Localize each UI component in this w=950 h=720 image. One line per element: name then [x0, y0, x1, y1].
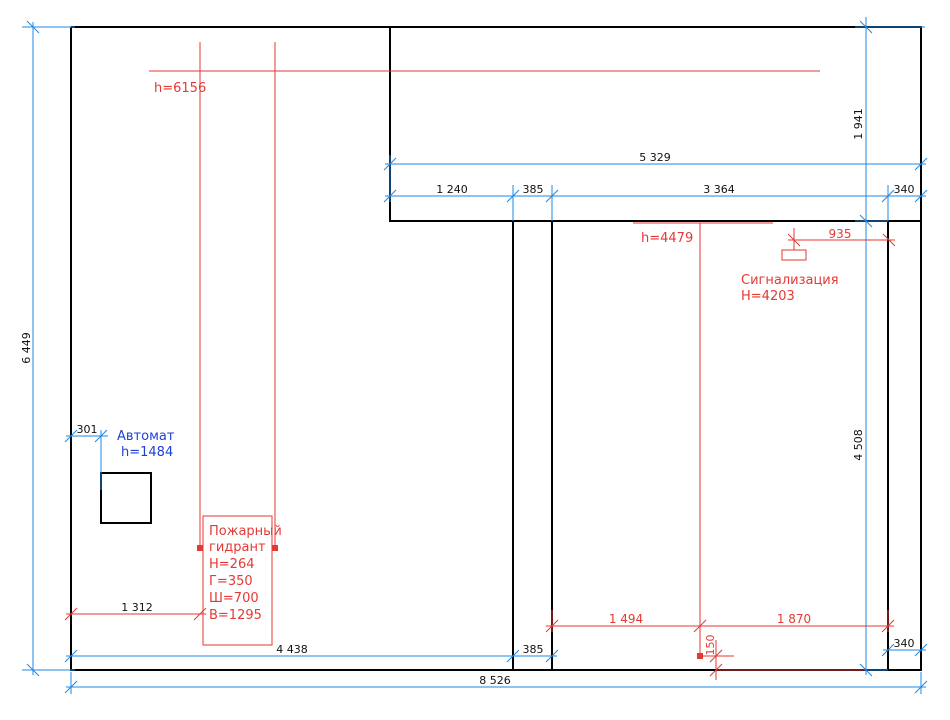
- label-h-6156: h=6156: [154, 81, 206, 96]
- dim-seg-4438: 4 438: [276, 643, 308, 656]
- label-automat-title: Автомат: [117, 429, 175, 444]
- dim-seg-385-top: 385: [523, 183, 544, 196]
- label-alarm-dim: 935: [829, 227, 852, 241]
- hydrant-box: [202, 515, 273, 646]
- walls: [70, 26, 922, 671]
- dim-seg-385-bottom: 385: [523, 643, 544, 656]
- column-left: [512, 220, 553, 671]
- dim-seg-340-bottom: 340: [894, 637, 915, 650]
- automat-box: [100, 472, 152, 524]
- hydrant-line-6: В=1295: [209, 608, 262, 623]
- dim-right-height: 4 508: [852, 429, 865, 461]
- upper-block-outline: [389, 26, 922, 222]
- annotation-lines: [64, 42, 896, 680]
- hydrant-marker-right: [272, 545, 278, 551]
- hydrant-line-5: Ш=700: [209, 591, 259, 606]
- label-automat-height: h=1484: [121, 445, 173, 460]
- dim-total-height: 6 449: [20, 332, 33, 364]
- dim-upper-height: 1 941: [852, 108, 865, 140]
- label-seg-1870: 1 870: [777, 612, 811, 626]
- hydrant-line-4: Г=350: [209, 574, 253, 589]
- dim-seg-1312: 1 312: [121, 601, 153, 614]
- label-seg-1494: 1 494: [609, 612, 643, 626]
- dimension-lines: [22, 17, 928, 694]
- annotation-labels: h=6156 h=4479 Сигнализация H=4203 935 Ав…: [117, 81, 851, 656]
- dim-left-offset: 301: [77, 423, 98, 436]
- dim-upper-width: 5 329: [639, 151, 671, 164]
- hydrant-line-1: Пожарный: [209, 524, 282, 539]
- outer-wall-left: [70, 26, 512, 671]
- alarm-symbol: [781, 249, 807, 261]
- label-h-4479: h=4479: [641, 231, 693, 246]
- column-right: [887, 220, 922, 671]
- label-alarm-title: Сигнализация: [741, 273, 839, 288]
- dim-seg-340-top: 340: [894, 183, 915, 196]
- dim-seg-1240: 1 240: [436, 183, 468, 196]
- dimension-labels: 6 449 8 526 1 941 5 329 1 240 385 3 364 …: [20, 108, 915, 687]
- hydrant-line-2: гидрант: [209, 540, 266, 555]
- hydrant-line-3: H=264: [209, 557, 254, 572]
- hydrant-marker-left: [197, 545, 203, 551]
- label-seg-150: 150: [704, 635, 717, 656]
- dim-total-width: 8 526: [479, 674, 511, 687]
- dim-seg-3364: 3 364: [703, 183, 735, 196]
- label-alarm-height: H=4203: [741, 289, 795, 304]
